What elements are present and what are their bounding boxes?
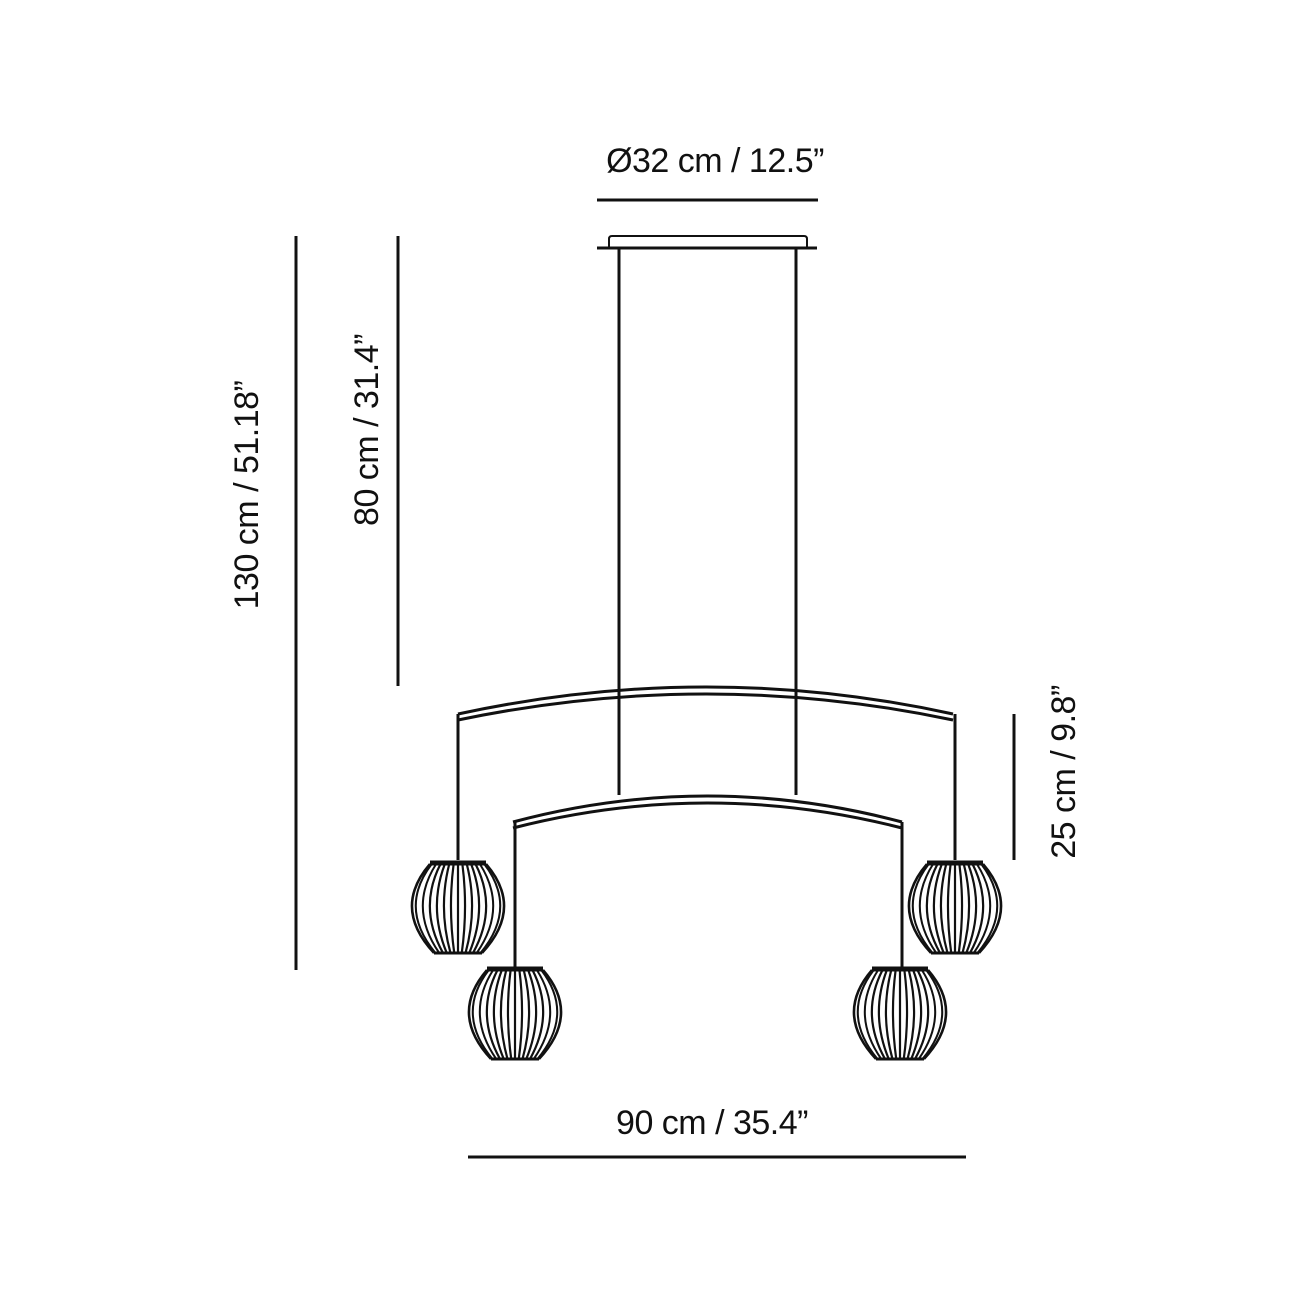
outer-arc-arm (456, 685, 957, 860)
globe-shade-upper-right (907, 860, 1003, 955)
globe-shade-lower-right (852, 966, 948, 1061)
cable-height-label: 80 cm / 31.4” (348, 334, 386, 526)
tier-offset-label: 25 cm / 9.8” (1045, 685, 1083, 859)
globe-shade-upper-left (410, 860, 506, 955)
inner-arc-arm (512, 794, 904, 968)
total-height-label: 130 cm / 51.18” (228, 380, 266, 609)
globe-shade-lower-left (467, 966, 563, 1061)
diameter-label: Ø32 cm / 12.5” (606, 142, 824, 180)
ceiling-canopy (597, 235, 817, 250)
width-label: 90 cm / 35.4” (616, 1104, 808, 1142)
